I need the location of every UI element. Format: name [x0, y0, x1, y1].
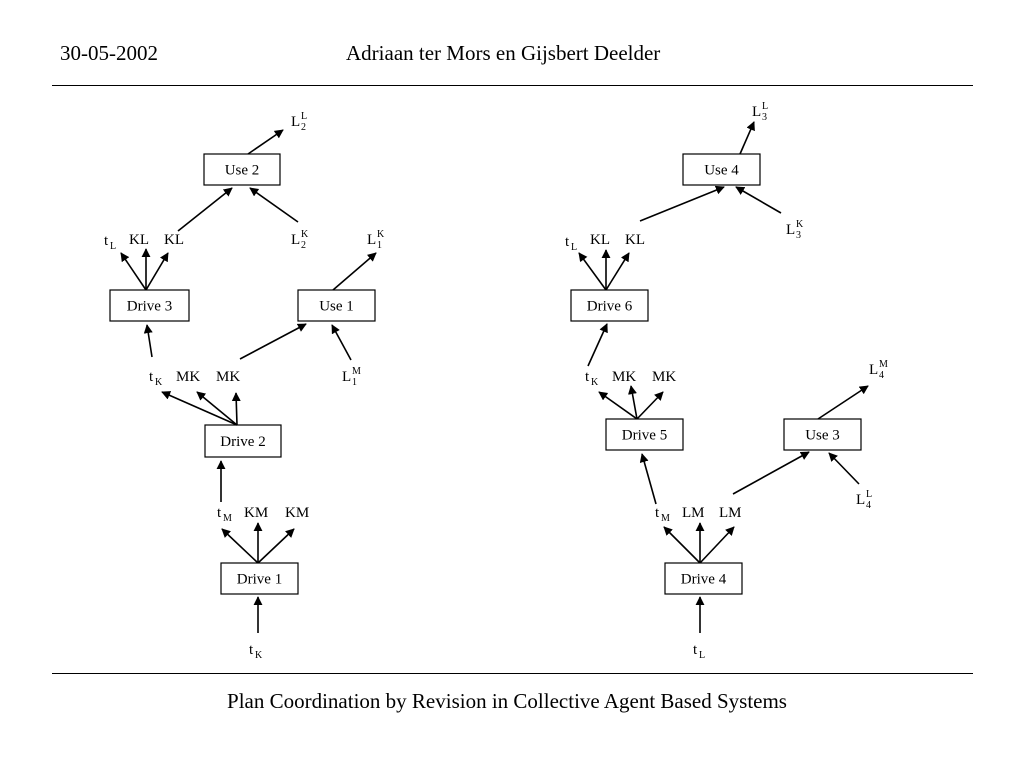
- left-plan-label-mk-a: MK: [176, 369, 200, 385]
- right-plan-label-kl-b: KL: [625, 232, 645, 248]
- left-plan-label-km-a: KM: [244, 505, 268, 521]
- arrow-left_plan-drive2-to-tk: [161, 391, 238, 426]
- arrow-left_plan-l1m-to-use1: [331, 324, 352, 361]
- left-plan-drive3-box: Drive 3: [109, 289, 190, 322]
- arrow-right_plan-l4l-to-use3: [828, 452, 860, 485]
- arrow-right_plan-drive5-to-mk-a: [628, 385, 638, 420]
- right-plan-use3-box: Use 3: [783, 418, 862, 451]
- arrow-left_plan-drive3-to-kl-b: [145, 252, 169, 291]
- top-divider: [52, 85, 973, 86]
- left-plan-label-km-b: KM: [285, 505, 309, 521]
- right-plan-label-mk-b: MK: [652, 369, 676, 385]
- left-plan-drive1-box: Drive 1: [220, 562, 299, 595]
- arrow-left_plan-drive1-to-tm: [221, 528, 259, 564]
- right-plan-use4-label: Use 4: [704, 163, 739, 179]
- right-plan-drive5-label: Drive 5: [622, 428, 667, 444]
- arrow-right_plan-drive5-to-mk-b: [636, 391, 664, 420]
- arrow-right_plan-drive6-to-kl-b: [605, 252, 630, 291]
- left-plan-use2-box: Use 2: [203, 153, 281, 186]
- right-plan-drive4-box: Drive 4: [664, 562, 743, 595]
- left-plan-use1-label: Use 1: [319, 299, 354, 315]
- arrow-left_plan-mk-to-use1: [239, 323, 307, 360]
- header-authors: Adriaan ter Mors en Gijsbert Deelder: [346, 41, 661, 65]
- right-plan-label-mk-a: MK: [612, 369, 636, 385]
- arrow-right_plan-tk-to-drive6: [587, 323, 608, 367]
- left-plan-drive2-box: Drive 2: [204, 424, 282, 458]
- arrow-left_plan-use1-to-l1k: [332, 252, 377, 291]
- right-plan-use4-box: Use 4: [682, 153, 761, 186]
- right-plan-label-lm-a: LM: [682, 505, 705, 521]
- right-plan-drive6-label: Drive 6: [587, 299, 633, 315]
- right-plan-label-lm-b: LM: [719, 505, 742, 521]
- left-plan-drive3-label: Drive 3: [127, 299, 172, 315]
- arrow-left_plan-drive2-to-mk-b: [231, 392, 241, 426]
- arrow-right_plan-use4-to-l3l: [739, 121, 755, 155]
- arrow-right_plan-drive4-to-tm: [663, 526, 701, 564]
- left-plan-use2-label: Use 2: [225, 163, 260, 179]
- arrow-right_plan-kl-to-use4: [639, 185, 725, 222]
- arrow-left_plan-tk-to-drive3: [143, 324, 153, 358]
- right-plan-use3-label: Use 3: [805, 428, 840, 444]
- arrow-right_plan-lm-to-use3: [732, 451, 810, 495]
- arrow-left_plan-l2k-to-use2: [249, 187, 299, 223]
- left-plan-drive2-label: Drive 2: [220, 434, 265, 450]
- arrow-left_plan-drive1-to-km-b: [257, 528, 295, 564]
- right-plan-drive6-box: Drive 6: [570, 289, 649, 322]
- arrow-right_plan-drive4-to-lm-b: [699, 526, 735, 564]
- footer-title: Plan Coordination by Revision in Collect…: [227, 689, 787, 713]
- left-plan-use1-box: Use 1: [297, 289, 376, 322]
- right-plan-drive5-box: Drive 5: [605, 418, 684, 451]
- left-plan-label-kl-a: KL: [129, 232, 149, 248]
- right-plan-drive4-label: Drive 4: [681, 572, 727, 588]
- right-plan-label-kl-a: KL: [590, 232, 610, 248]
- header-date: 30-05-2002: [60, 41, 158, 65]
- arrow-right_plan-l3k-to-use4: [735, 186, 782, 214]
- left-plan-label-kl-b: KL: [164, 232, 184, 248]
- arrow-left_plan-drive2-to-mk-a: [196, 391, 238, 426]
- arrow-right_plan-use3-to-l4m: [817, 385, 869, 420]
- arrow-left_plan-drive3-to-tl: [120, 252, 147, 291]
- arrow-right_plan-drive5-to-tk: [598, 391, 638, 420]
- arrow-left_plan-use2-to-l2l: [247, 129, 284, 155]
- left-plan-drive1-label: Drive 1: [237, 572, 282, 588]
- arrow-right_plan-tm-to-drive5: [639, 453, 657, 505]
- arrow-right_plan-drive6-to-tl: [578, 252, 607, 291]
- arrow-left_plan-kl-to-use2: [177, 187, 233, 232]
- bottom-divider: [52, 673, 973, 674]
- left-plan-label-mk-b: MK: [216, 369, 240, 385]
